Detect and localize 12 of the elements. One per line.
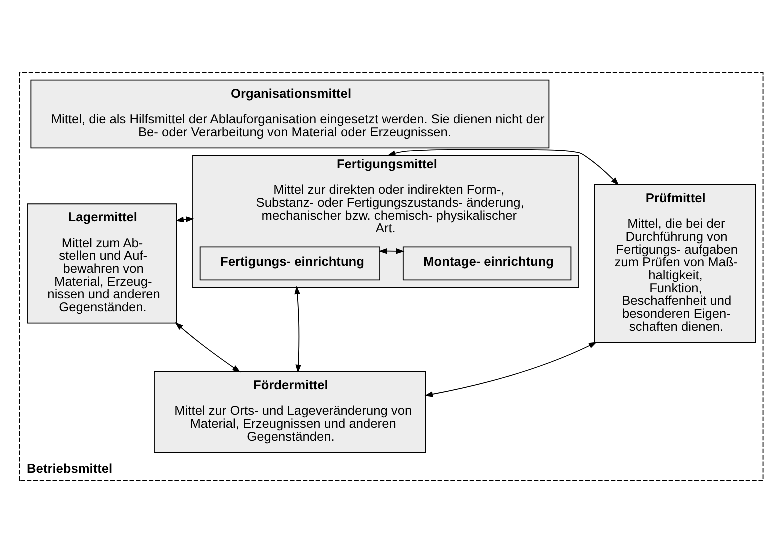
node-box: Lagermittel Mittel zum Ab- stellen und Auf- bewahren von Material, Erzeug- nissen und anderen Gegenständen. [27,204,178,324]
node-box: Fertigungs- einrichtung [200,246,380,281]
node-box: Organisationsmittel Mittel, die als Hilfsmittel der Ablauforganisation eingesetzt werden. Sie dienen nicht der Be- oder Verarbeitung von Material oder Erzeugnissen. [30,80,550,149]
node-box: Fördermittel Mittel zur Orts- und Lageveränderung von Material, Erzeugnissen und anderen Gegenständen. [154,371,426,454]
arrow [424,342,598,398]
arrow [176,216,194,223]
node-box: Prüfmittel Mittel, die bei der Durchführung von Fertigungs- aufgaben zum Prüfen von Maß- haltigkeit, Funktion, Beschaffenheit und besonderen Eigen- schaften dienen. [594,184,756,344]
arrow [387,149,620,186]
arrow [175,322,241,373]
node-box: Montage- einrichtung [402,246,572,281]
arrow [294,286,302,374]
arrow [378,248,405,254]
